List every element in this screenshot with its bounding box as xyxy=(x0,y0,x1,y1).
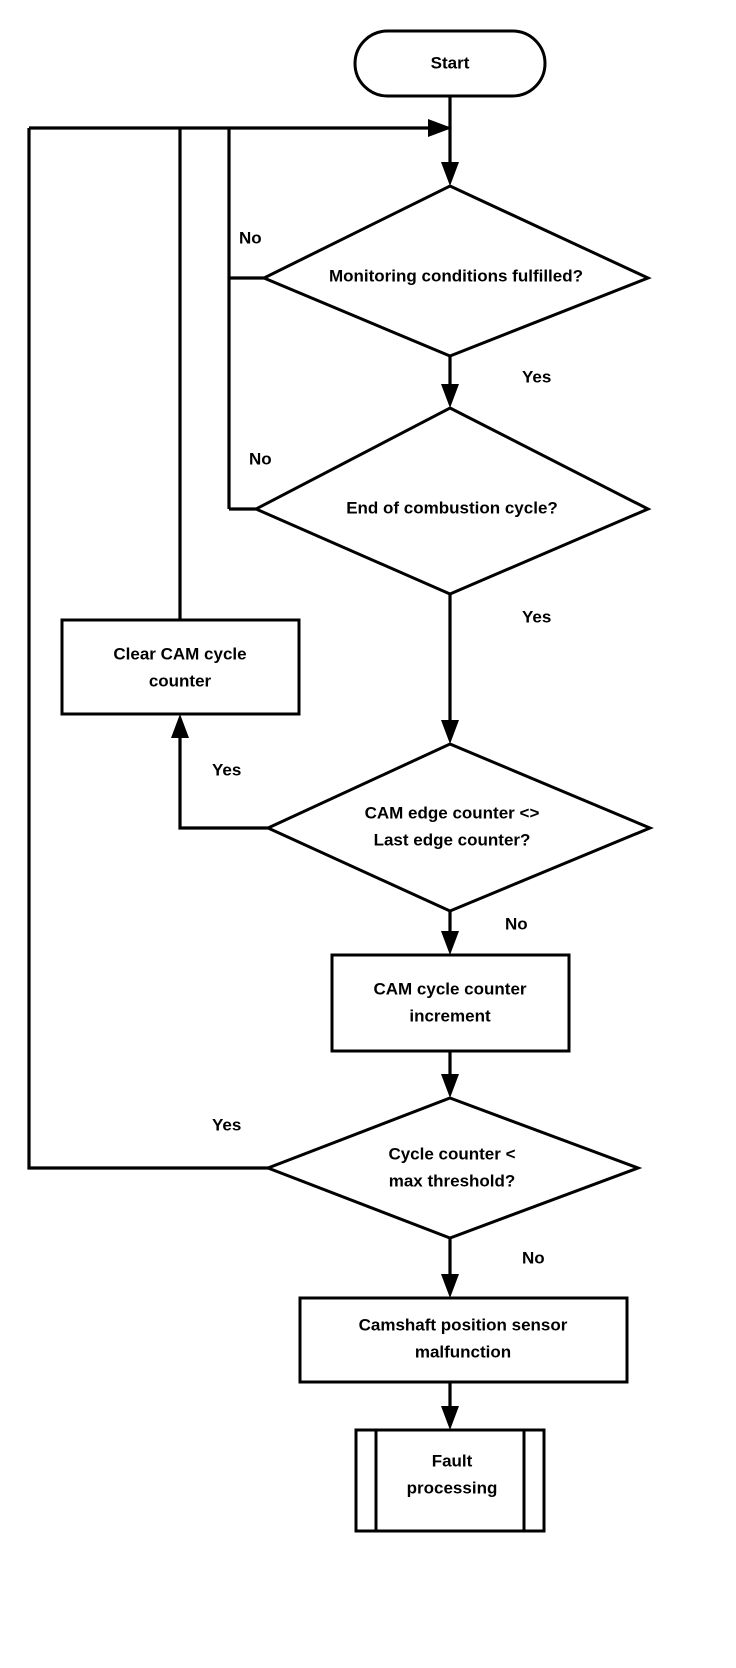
node-fault-processing[interactable]: Fault processing xyxy=(354,1428,546,1533)
threshold-label-line1: Cycle counter < xyxy=(388,1144,515,1163)
malfunction-label-line2: malfunction xyxy=(415,1342,511,1361)
fault-processing-shape xyxy=(354,1428,546,1533)
branch-label-threshold-yes: Yes xyxy=(212,1115,241,1134)
increment-label-line1: CAM cycle counter xyxy=(373,979,526,998)
arrowhead-increment-to-threshold xyxy=(441,1074,459,1098)
edge-counter-decision-shape xyxy=(264,742,654,913)
arrowhead-monitoring-yes xyxy=(441,384,459,408)
fault-processing-label-line1: Fault xyxy=(432,1451,473,1470)
branch-label-edgecounter-no: No xyxy=(505,914,528,933)
node-monitoring-conditions[interactable]: Monitoring conditions fulfilled? xyxy=(260,184,652,358)
clear-counter-label-line1: Clear CAM cycle xyxy=(113,644,246,663)
branch-label-monitoring-no: No xyxy=(239,228,262,247)
branch-label-edgecounter-yes: Yes xyxy=(212,760,241,779)
arrowhead-edgecounter-yes xyxy=(171,714,189,738)
arrowhead-edgecounter-no xyxy=(441,931,459,955)
increment-process-shape xyxy=(330,953,571,1053)
increment-label-line2: increment xyxy=(409,1006,491,1025)
start-terminator-shape xyxy=(353,29,547,98)
arrowhead-threshold-no xyxy=(441,1274,459,1298)
node-clear-cam-cycle-counter[interactable]: Clear CAM cycle counter xyxy=(60,618,301,716)
node-cam-edge-counter-compare[interactable]: CAM edge counter <> Last edge counter? xyxy=(264,742,654,913)
end-of-cycle-decision-shape xyxy=(252,406,652,596)
node-start[interactable]: Start xyxy=(353,29,547,98)
node-cycle-counter-threshold[interactable]: Cycle counter < max threshold? xyxy=(263,1096,643,1240)
branch-label-endcycle-no: No xyxy=(249,449,272,468)
branch-label-endcycle-yes: Yes xyxy=(522,607,551,626)
branch-label-monitoring-yes: Yes xyxy=(522,367,551,386)
malfunction-process-shape xyxy=(298,1296,629,1384)
end-of-cycle-label: End of combustion cycle? xyxy=(346,498,558,517)
threshold-label-line2: max threshold? xyxy=(389,1171,516,1190)
arrowhead-malfunction-to-fault xyxy=(441,1406,459,1430)
node-cam-cycle-counter-increment[interactable]: CAM cycle counter increment xyxy=(330,953,571,1053)
malfunction-label-line1: Camshaft position sensor xyxy=(359,1315,568,1334)
clear-counter-process-shape xyxy=(60,618,301,716)
arrowhead-start-to-monitoring xyxy=(441,162,459,186)
threshold-decision-shape xyxy=(263,1096,643,1240)
clear-counter-label-line2: counter xyxy=(149,671,212,690)
monitoring-conditions-label: Monitoring conditions fulfilled? xyxy=(329,266,583,285)
branch-label-threshold-no: No xyxy=(522,1248,545,1267)
edge-counter-label-line2: Last edge counter? xyxy=(374,830,531,849)
monitoring-conditions-decision-shape xyxy=(260,184,652,358)
arrowhead-endcycle-yes xyxy=(441,720,459,744)
edge-counter-label-line1: CAM edge counter <> xyxy=(365,803,540,822)
connector-threshold-yes xyxy=(27,128,268,1170)
connector-edgecounter-yes xyxy=(178,730,268,830)
node-camshaft-sensor-malfunction[interactable]: Camshaft position sensor malfunction xyxy=(298,1296,629,1384)
arrowhead-feedback-into-main xyxy=(428,119,452,137)
fault-processing-label-line2: processing xyxy=(407,1478,498,1497)
start-label: Start xyxy=(431,53,470,72)
node-end-of-combustion-cycle[interactable]: End of combustion cycle? xyxy=(252,406,652,596)
